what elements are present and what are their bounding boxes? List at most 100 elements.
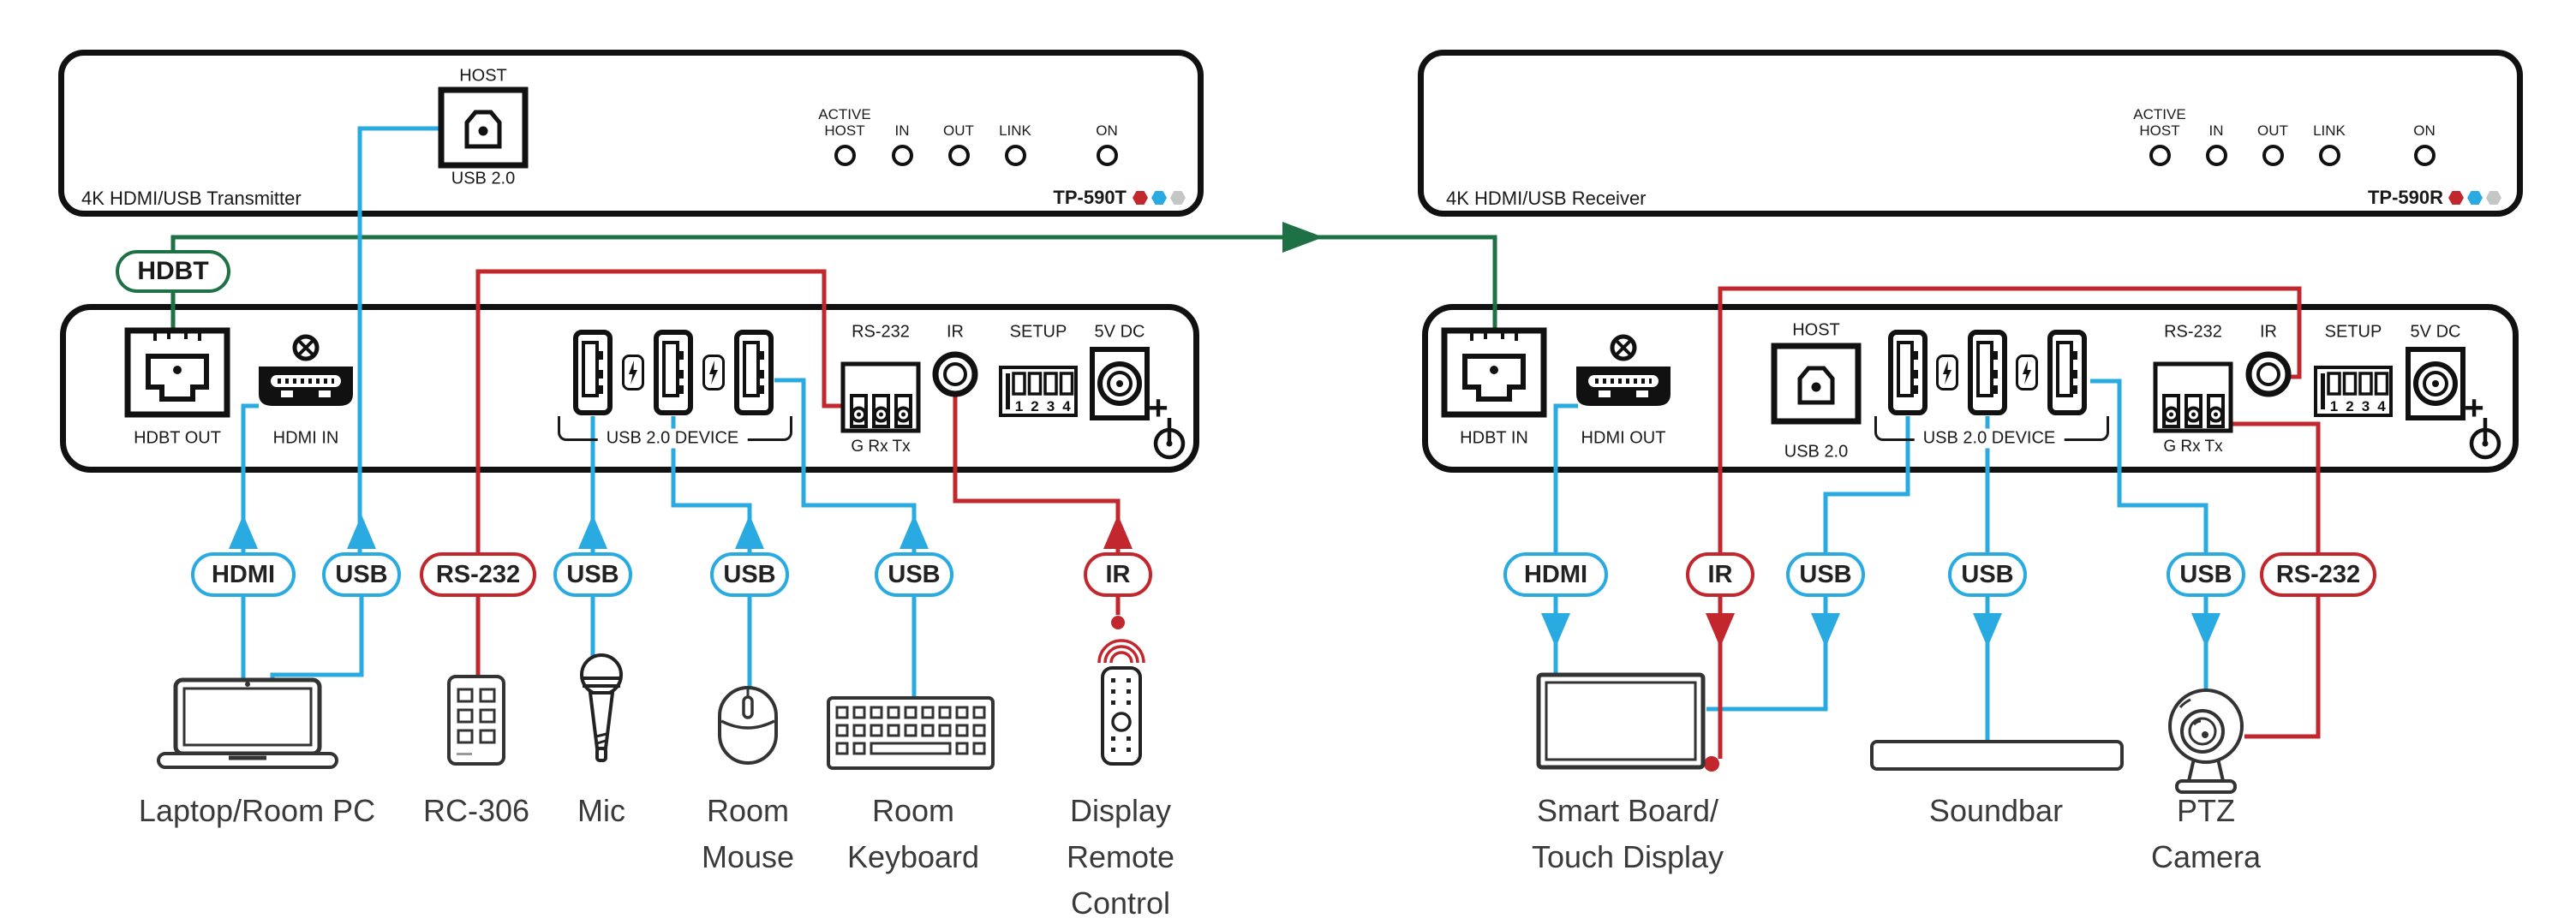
polarity-plus-icon: + [2464, 389, 2484, 427]
led-out: OUT [914, 103, 1003, 166]
transmitter-model: TP-590T [1053, 187, 1127, 208]
svg-text:3: 3 [2362, 398, 2370, 414]
pill-usb-laptop: USB [322, 552, 401, 597]
arrow-up-usb-mic-icon [578, 515, 607, 549]
pill-hdmi-left: HDMI [191, 552, 296, 597]
cable-rs232-right-top [2227, 421, 2321, 552]
brand-dot-blue-icon [2467, 191, 2483, 205]
ptz-camera-icon [2158, 685, 2254, 795]
rs232-pins-label: G Rx Tx [851, 438, 911, 456]
pill-usb-mic: USB [553, 552, 632, 597]
soundbar-icon [1870, 740, 2124, 771]
cable-usb-ptz-top [2090, 379, 2208, 552]
led-link: LINK [2285, 103, 2374, 166]
hdbt-arrow-right-icon [1282, 222, 1324, 253]
cable-usb-board-top [1823, 416, 1910, 552]
smart-board-label: Smart Board/ Touch Display [1531, 793, 1724, 874]
display-remote-label: Display Remote Control [1066, 793, 1175, 918]
brand-dot-blue-icon [1151, 191, 1167, 205]
led-circle-icon [2205, 145, 2227, 166]
cable-usb-laptop [270, 597, 364, 687]
svg-text:4: 4 [2377, 398, 2386, 414]
host-sublabel: USB 2.0 [1784, 442, 1849, 462]
brand-dot-gray-icon [1170, 191, 1186, 205]
pill-ir-left: IR [1084, 552, 1152, 597]
charging-bolt-icon [1936, 355, 1958, 390]
usb-a-port-icon [733, 329, 774, 416]
hdbt-link-pill: HDBT [116, 250, 230, 293]
usb-a-port-icon [2047, 329, 2088, 416]
usb-a-port-icon [653, 329, 694, 416]
ptz-camera-label: PTZ Camera [2150, 793, 2262, 874]
led-circle-icon [2318, 145, 2340, 166]
host-port-label: HOST [459, 66, 507, 86]
led-in: IN [2172, 103, 2261, 166]
hdbt-in-label: HDBT IN [1460, 428, 1528, 448]
cable-host-usb [357, 126, 442, 552]
led-circle-icon [891, 145, 913, 166]
pill-usb-ptz: USB [2167, 552, 2245, 597]
pill-hdmi-right: HDMI [1503, 552, 1608, 597]
svg-text:1: 1 [1015, 398, 1023, 414]
transmitter-front-panel [58, 50, 1204, 217]
laptop-icon [157, 677, 338, 771]
led-in: IN [858, 103, 947, 166]
rs232-label: RS-232 [2164, 322, 2222, 342]
ir-label: IR [947, 322, 964, 342]
led-circle-icon [1096, 145, 1118, 166]
keyboard-icon [827, 696, 995, 770]
cable-hdmi-in [241, 403, 259, 552]
svg-text:2: 2 [2346, 398, 2353, 414]
cable-rs232-left-top [475, 269, 843, 552]
hdmi-out-label: HDMI OUT [1581, 428, 1666, 448]
arrow-up-usb-keyboard-icon [900, 515, 929, 549]
usb-a-port-icon [1887, 329, 1928, 416]
pill-ir-right: IR [1686, 552, 1754, 597]
usb-b-host-port-icon [438, 86, 529, 169]
svg-text:2: 2 [1031, 398, 1038, 414]
hdbt-out-label: HDBT OUT [134, 428, 221, 448]
arrow-up-hdmi-icon [229, 515, 258, 549]
usb-a-port-icon [572, 329, 613, 416]
mouse-icon [717, 685, 779, 766]
laptop-label: Laptop/Room PC [138, 793, 376, 828]
smart-board-icon [1536, 672, 1706, 770]
display-remote-icon [1094, 634, 1149, 767]
pill-usb-soundbar: USB [1948, 552, 2027, 597]
power-label: 5V DC [2410, 322, 2461, 342]
ir-jack-icon [931, 350, 979, 398]
receiver-front-panel [1418, 50, 2523, 217]
cable-hdbt-link [170, 235, 1497, 332]
svg-text:3: 3 [1047, 398, 1055, 414]
ir-emitter-dot-left [1111, 616, 1125, 629]
ir-emitter-dot-board [1704, 756, 1719, 772]
setup-label: SETUP [1009, 322, 1067, 342]
svg-text:1: 1 [2330, 398, 2338, 414]
ir-jack-icon [2244, 350, 2292, 398]
led-circle-icon [947, 145, 970, 166]
host-label: HOST [1792, 320, 1840, 340]
led-circle-icon [834, 145, 856, 166]
led-circle-icon [2149, 145, 2171, 166]
brand-dot-gray-icon [2486, 191, 2501, 205]
hdmi-in-port-icon [250, 334, 362, 416]
rs232-terminal-icon [2152, 361, 2234, 435]
led-circle-icon [2262, 145, 2284, 166]
transmitter-title: 4K HDMI/USB Transmitter [81, 188, 302, 209]
usb-b-host-port-icon [1771, 343, 1862, 425]
cable-hdmi-out [1553, 403, 1578, 552]
arrow-down-usb-soundbar-icon [1973, 613, 2002, 647]
power-symbol-icon [1150, 411, 1189, 462]
arrow-down-hdmi-icon [1541, 613, 1570, 647]
charging-bolt-icon [2016, 355, 2038, 390]
ir-label: IR [2260, 322, 2277, 342]
led-on: ON [2380, 103, 2469, 166]
rc306-label: RC-306 [422, 793, 530, 828]
pill-usb-board: USB [1786, 552, 1865, 597]
charging-bolt-icon [702, 355, 725, 390]
soundbar-label: Soundbar [1928, 793, 2064, 828]
pill-usb-keyboard: USB [875, 552, 953, 597]
svg-text:4: 4 [1062, 398, 1071, 414]
